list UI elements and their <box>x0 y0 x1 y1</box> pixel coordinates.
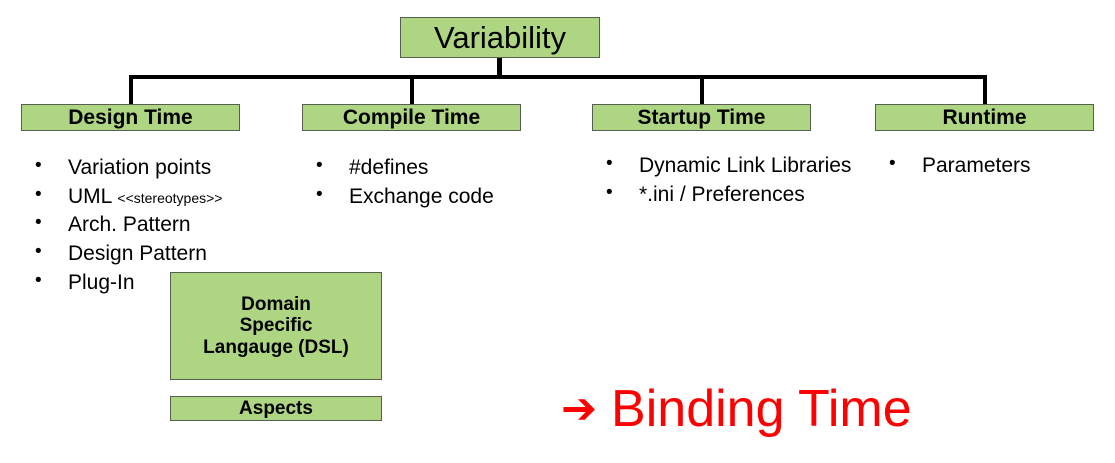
note-line: Specific <box>239 315 313 337</box>
list-item-text: Arch. Pattern <box>68 213 191 237</box>
note-line: Domain <box>241 293 311 315</box>
bullet-list-compile-time: #defines Exchange code <box>302 153 582 211</box>
category-box-startup-time[interactable]: Startup Time <box>592 104 811 131</box>
category-label-runtime: Runtime <box>942 105 1027 129</box>
list-item-text: #defines <box>349 156 429 179</box>
note-line: Langauge (DSL) <box>203 336 349 358</box>
list-item-text: Variation points <box>68 156 212 179</box>
note-line: Aspects <box>239 397 313 419</box>
connector-drop-design-time <box>129 75 133 106</box>
list-item: Arch. Pattern <box>21 210 301 239</box>
list-item-text: UML <box>68 184 118 208</box>
category-box-compile-time[interactable]: Compile Time <box>302 104 521 131</box>
list-item: Variation points <box>21 153 301 182</box>
list-item-text: Design Pattern <box>68 242 207 266</box>
list-item: *.ini / Preferences <box>592 180 857 209</box>
category-box-runtime[interactable]: Runtime <box>875 104 1094 131</box>
category-label-startup-time: Startup Time <box>637 105 766 129</box>
list-item-stereotype: <<stereotypes>> <box>117 189 223 206</box>
list-item-text: Exchange code <box>349 184 494 208</box>
note-box-dsl[interactable]: Domain Specific Langauge (DSL) <box>170 272 382 380</box>
bullet-list-design-time: Variation points UML <<stereotypes>> Arc… <box>21 153 301 298</box>
binding-time-callout: ➔ Binding Time <box>561 383 912 435</box>
root-node-label: Variability <box>433 19 567 55</box>
category-label-design-time: Design Time <box>68 105 193 129</box>
note-box-aspects[interactable]: Aspects <box>170 396 382 421</box>
list-item: Exchange code <box>302 182 582 211</box>
list-item: Parameters <box>875 151 1105 180</box>
root-node-variability[interactable]: Variability <box>400 17 600 58</box>
connector-drop-startup-time <box>700 75 704 106</box>
list-item: #defines <box>302 153 582 182</box>
right-arrow-icon: ➔ <box>561 383 598 434</box>
binding-time-label: Binding Time <box>611 380 912 438</box>
list-item: Design Pattern <box>21 239 301 268</box>
bullet-list-startup-time: Dynamic Link Libraries *.ini / Preferenc… <box>592 151 857 209</box>
list-item-text: *.ini / Preferences <box>639 182 805 206</box>
list-item: Dynamic Link Libraries <box>592 151 857 180</box>
list-item-text: Dynamic Link Libraries <box>639 154 852 177</box>
connector-horizontal-bus <box>131 75 985 79</box>
list-item-text: Parameters <box>922 154 1031 177</box>
category-label-compile-time: Compile Time <box>342 105 481 129</box>
connector-root-stem <box>497 58 502 78</box>
bullet-list-runtime: Parameters <box>875 151 1105 181</box>
list-item: Plug-In <box>21 268 301 297</box>
connector-drop-compile-time <box>410 75 414 106</box>
list-item-text: Plug-In <box>68 270 135 294</box>
connector-drop-runtime <box>983 75 987 106</box>
category-box-design-time[interactable]: Design Time <box>21 104 240 131</box>
list-item: UML <<stereotypes>> <box>21 182 301 211</box>
